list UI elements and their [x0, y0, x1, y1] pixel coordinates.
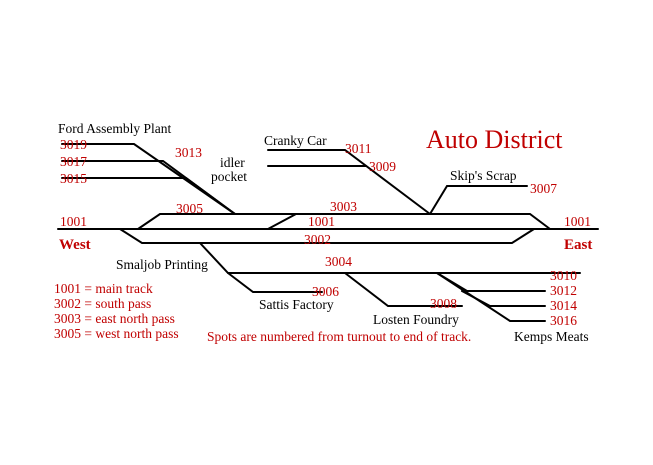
direction-east: East [564, 237, 592, 253]
industry-idler-line1: idler [220, 155, 245, 170]
track-numbers: 3019 3017 3015 3013 3011 3009 3007 3005 … [60, 137, 591, 328]
track-3006: 3006 [312, 284, 339, 299]
legend-south-pass: 3002 = south pass [54, 296, 151, 311]
industry-ford: Ford Assembly Plant [58, 121, 172, 136]
track-3005: 3005 [176, 201, 203, 216]
district-title: Auto District [426, 125, 563, 154]
track-3003: 3003 [330, 199, 357, 214]
track-3007: 3007 [530, 181, 557, 196]
track-1001-center: 1001 [308, 214, 335, 229]
spur-3008 [344, 272, 463, 307]
spot-numbering-note: Spots are numbered from turnout to end o… [207, 329, 471, 344]
track-1001-west: 1001 [60, 214, 87, 229]
industry-smaljob: Smaljob Printing [116, 257, 208, 272]
track-3013: 3013 [175, 145, 202, 160]
track-3017: 3017 [60, 154, 87, 169]
industry-kemps: Kemps Meats [514, 329, 589, 344]
track-3010: 3010 [550, 268, 577, 283]
spur-3017 [61, 160, 236, 215]
spur-3011 [267, 149, 431, 215]
track-3004: 3004 [325, 254, 352, 269]
north-pass-3003 [295, 213, 551, 230]
track-3002: 3002 [304, 232, 331, 247]
industry-sattis: Sattis Factory [259, 297, 334, 312]
track-3015: 3015 [60, 171, 87, 186]
spur-3019 [61, 143, 236, 215]
industry-skips-scrap: Skip's Scrap [450, 168, 517, 183]
legend-main-track: 1001 = main track [54, 281, 153, 296]
track-3011: 3011 [345, 141, 372, 156]
industry-cranky-car: Cranky Car [264, 133, 327, 148]
spur-3015 [61, 177, 236, 215]
spur-3004 [199, 242, 581, 274]
track-3012: 3012 [550, 283, 577, 298]
track-3014: 3014 [550, 298, 577, 313]
legend-west-north-pass: 3005 = west north pass [54, 326, 179, 341]
legend-east-north-pass: 3003 = east north pass [54, 311, 175, 326]
legend: 1001 = main track 3002 = south pass 3003… [54, 281, 179, 341]
south-pass-3002 [119, 228, 535, 244]
industry-idler-line2: pocket [211, 169, 247, 184]
track-3019: 3019 [60, 137, 87, 152]
track-3008: 3008 [430, 296, 457, 311]
track-3009: 3009 [369, 159, 396, 174]
spur-3012 [436, 272, 546, 292]
north-pass-3005 [137, 213, 297, 230]
direction-west: West [59, 237, 91, 253]
north-pass-crossover [267, 213, 297, 230]
spur-3007 [429, 185, 528, 215]
track-3016: 3016 [550, 313, 577, 328]
track-lines [57, 143, 599, 322]
spur-3016 [436, 272, 546, 322]
spur-3006 [227, 272, 323, 293]
track-1001-east: 1001 [564, 214, 591, 229]
industry-losten: Losten Foundry [373, 312, 459, 327]
